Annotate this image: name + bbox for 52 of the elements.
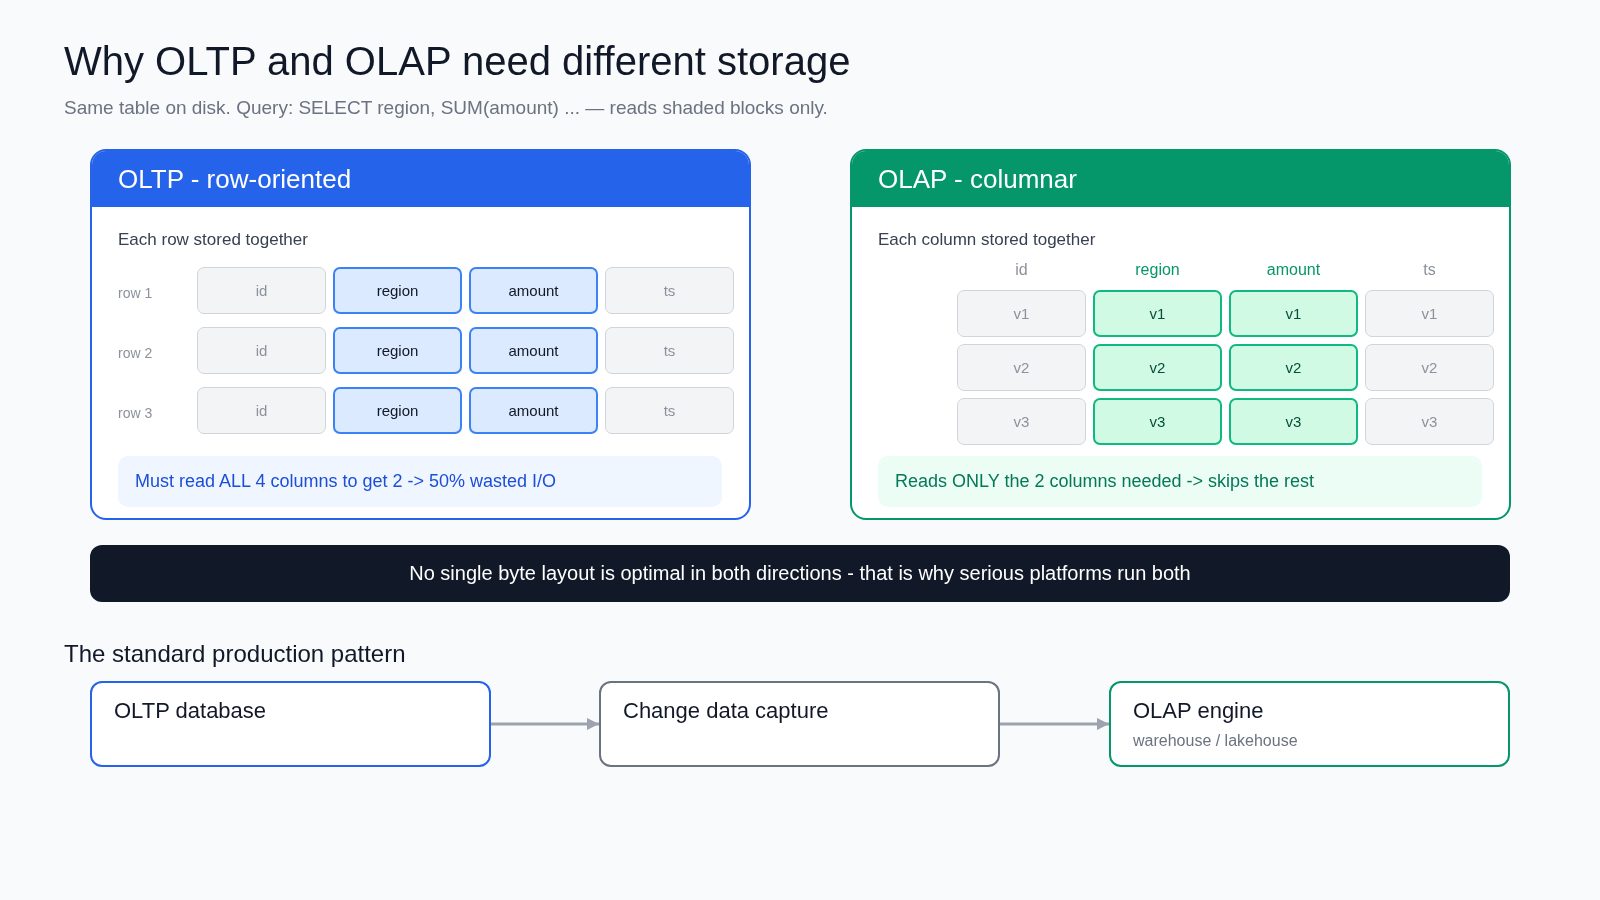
- storage-block: v2: [1365, 344, 1494, 391]
- storage-block: v1: [1229, 290, 1358, 337]
- process-box: [90, 681, 491, 767]
- storage-block: v1: [957, 290, 1086, 337]
- callout-note: Must read ALL 4 columns to get 2 -> 50% wasted I/O: [118, 456, 722, 507]
- panel-subtitle: Each row stored together: [118, 229, 308, 251]
- box-title: OLTP database: [114, 698, 267, 724]
- storage-block: ts: [605, 327, 734, 374]
- storage-block: ts: [605, 387, 734, 434]
- column-header: amount: [1266, 260, 1321, 280]
- storage-block: v3: [1365, 398, 1494, 445]
- storage-block: amount: [469, 387, 598, 434]
- process-box: [599, 681, 1000, 767]
- storage-block: region: [333, 327, 462, 374]
- storage-block: id: [197, 387, 326, 434]
- section-heading: The standard production pattern: [64, 638, 406, 668]
- panel-subtitle: Each column stored together: [878, 229, 1096, 251]
- storage-block: amount: [469, 267, 598, 314]
- storage-block: v3: [1229, 398, 1358, 445]
- row-label: row 3: [118, 404, 153, 422]
- storage-block: v3: [1093, 398, 1222, 445]
- panel-header: OLAP - columnar: [852, 151, 1509, 207]
- box-title: OLAP engine: [1133, 698, 1264, 724]
- process-box: [1109, 681, 1510, 767]
- storage-panel: [90, 149, 751, 520]
- column-header: id: [1015, 260, 1028, 280]
- storage-block: ts: [605, 267, 734, 314]
- storage-block: v2: [1229, 344, 1358, 391]
- banner: No single byte layout is optimal in both directions - that is why serious platforms run both: [90, 545, 1510, 602]
- storage-block: id: [197, 327, 326, 374]
- column-header: region: [1135, 260, 1180, 280]
- arrow: [1000, 718, 1109, 730]
- storage-block: region: [333, 267, 462, 314]
- row-label: row 1: [118, 284, 153, 302]
- storage-block: region: [333, 387, 462, 434]
- callout-note: Reads ONLY the 2 columns needed -> skips the rest: [878, 456, 1482, 507]
- storage-block: v1: [1093, 290, 1222, 337]
- subtitle: Same table on disk. Query: SELECT region, SUM(amount) ... — reads shaded blocks only.: [64, 95, 828, 119]
- row-label: row 2: [118, 344, 153, 362]
- storage-block: v2: [957, 344, 1086, 391]
- arrow: [491, 718, 599, 730]
- storage-block: v2: [1093, 344, 1222, 391]
- storage-block: v1: [1365, 290, 1494, 337]
- box-title: Change data capture: [623, 698, 829, 724]
- column-header: ts: [1423, 260, 1436, 280]
- storage-block: amount: [469, 327, 598, 374]
- storage-block: v3: [957, 398, 1086, 445]
- storage-panel: [850, 149, 1511, 520]
- title: Why OLTP and OLAP need different storage: [64, 38, 851, 85]
- box-subtitle: warehouse / lakehouse: [1133, 731, 1298, 751]
- panel-header: OLTP - row-oriented: [92, 151, 749, 207]
- storage-block: id: [197, 267, 326, 314]
